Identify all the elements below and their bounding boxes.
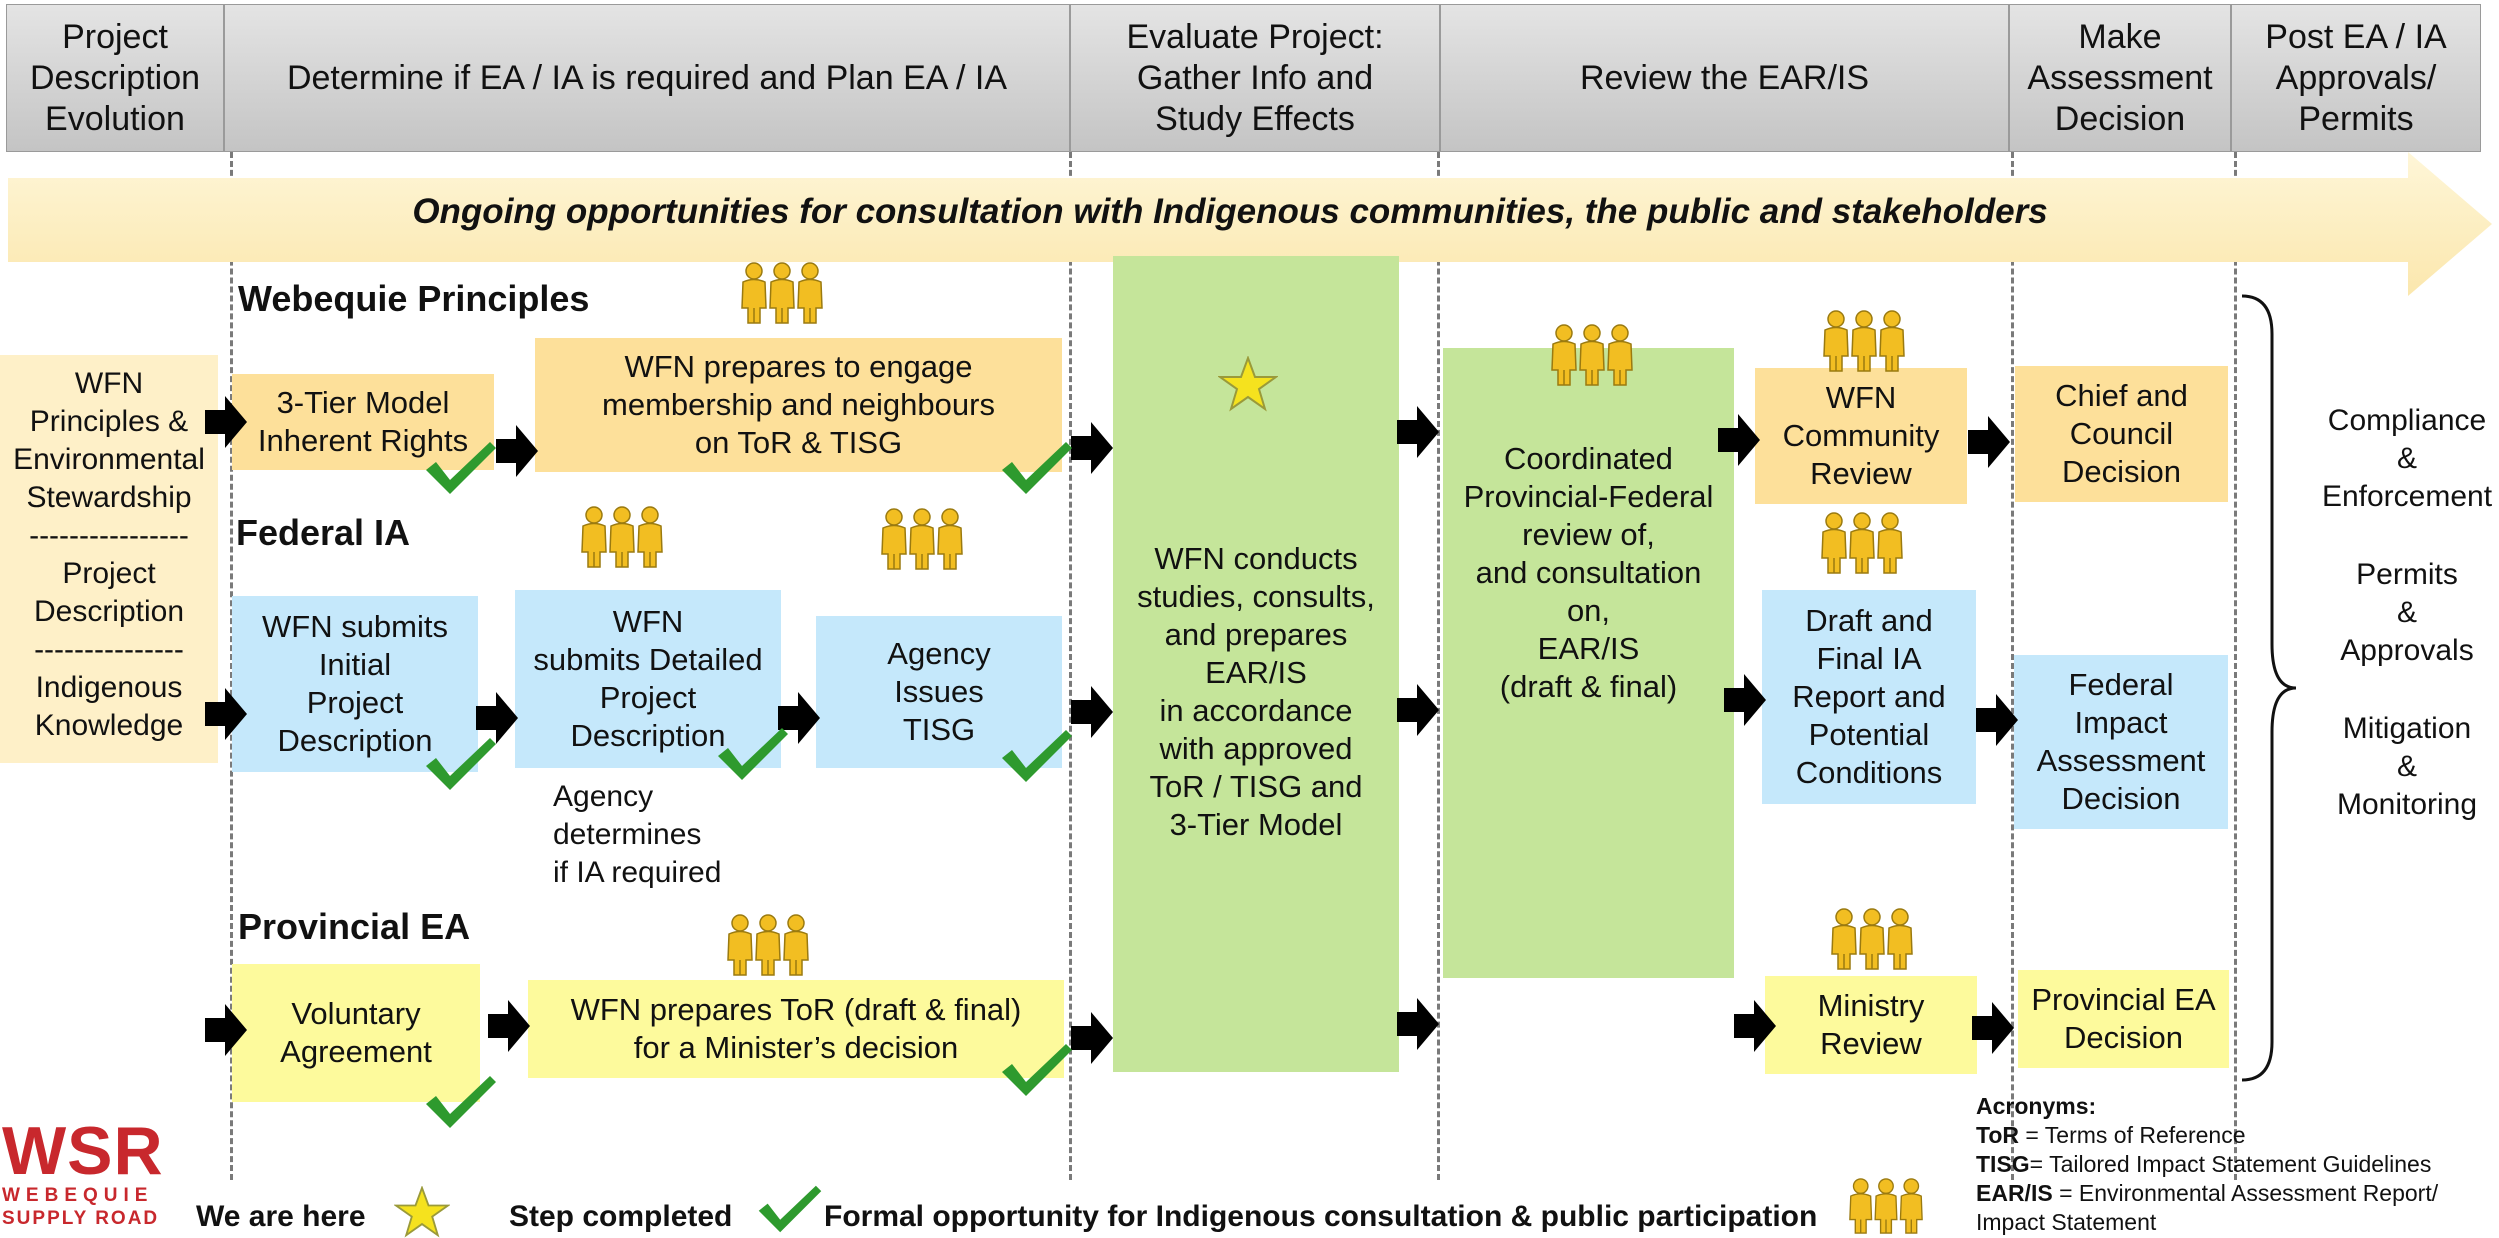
logo-line-1: WEBEQUIE — [2, 1185, 154, 1206]
acronym-row: EAR/IS = Environmental Assessment Report… — [1976, 1179, 2496, 1208]
section-title-provincial-ea: Provincial EA — [238, 906, 471, 947]
logo-line-2: SUPPLY ROAD — [2, 1208, 160, 1229]
arrow-right-icon — [1734, 1000, 1776, 1052]
indigenous-knowledge-text: Indigenous Knowledge — [34, 671, 184, 742]
phase-header-review-ear-is: Review the EAR/IS — [1440, 4, 2009, 152]
arrow-right-icon — [1724, 674, 1766, 726]
step-completed-check-icon — [424, 440, 498, 496]
acronym-term: ToR — [1976, 1122, 2020, 1148]
arrow-right-icon — [1071, 686, 1113, 738]
left-input-column: WFN Principles & Environmental Stewardsh… — [0, 355, 218, 763]
consultation-banner-arrow — [8, 152, 2492, 296]
phase-divider — [2011, 152, 2014, 1180]
wfn-prepares-engage-box: WFN prepares to engage membership and ne… — [535, 338, 1062, 472]
acronyms-title: Acronyms: — [1976, 1093, 2097, 1119]
divider-text: --------------- — [34, 633, 184, 666]
phase-divider — [2234, 152, 2237, 1180]
arrow-right-icon — [1397, 998, 1439, 1050]
consultation-people-icon — [580, 506, 664, 568]
coordinated-review-box: Coordinated Provincial-Federal review of… — [1443, 348, 1734, 978]
wfn-conducts-studies-box: WFN conducts studies, consults, and prep… — [1113, 256, 1399, 1072]
consultation-people-icon — [1550, 324, 1634, 386]
ministry-review-box: Ministry Review — [1765, 976, 1977, 1074]
permits-approvals-text: Permits & Approvals — [2340, 558, 2474, 667]
acronym-term: TISG — [1976, 1151, 2030, 1177]
consultation-people-icon — [740, 262, 824, 324]
acronym-term: EAR/IS — [1976, 1180, 2053, 1206]
consultation-people-icon — [1820, 512, 1904, 574]
step-completed-check-icon — [424, 736, 498, 792]
arrow-right-icon — [205, 396, 247, 448]
arrow-right-icon — [1071, 1012, 1113, 1064]
project-description-text: Project Description — [33, 557, 185, 628]
legend-formal-opportunity-label: Formal opportunity for Indigenous consul… — [824, 1200, 1818, 1233]
acronym-row: ToR = Terms of Reference — [1976, 1121, 2496, 1150]
federal-ia-decision-box: Federal Impact Assessment Decision — [2014, 655, 2228, 829]
post-approvals-brace — [2241, 294, 2297, 1082]
acronym-definition: = Environmental Assessment Report/ — [2052, 1180, 2439, 1206]
step-completed-check-icon — [1000, 440, 1074, 496]
divider-text: ---------------- — [29, 519, 189, 552]
arrow-right-icon — [1968, 416, 2010, 468]
arrow-right-icon — [1397, 684, 1439, 736]
section-title-federal-ia: Federal IA — [236, 512, 411, 553]
acronym-continuation: Impact Statement — [1976, 1209, 2157, 1235]
legend-people-icon — [1846, 1178, 1926, 1234]
arrow-right-icon — [1718, 414, 1760, 466]
we-are-here-star-icon — [1218, 356, 1278, 412]
wsr-logo: WSR WEBEQUIE SUPPLY ROAD — [2, 1113, 168, 1234]
draft-final-ia-report-box: Draft and Final IA Report and Potential … — [1762, 590, 1976, 804]
agency-issues-tisg-box: Agency Issues TISG — [816, 616, 1062, 768]
legend-star-icon — [394, 1186, 450, 1238]
consultation-people-icon — [1830, 908, 1914, 970]
phase-header-evaluate-project: Evaluate Project: Gather Info and Study … — [1070, 4, 1440, 152]
acronym-definition: = Terms of Reference — [2019, 1122, 2246, 1148]
arrow-right-icon — [205, 1004, 247, 1056]
provincial-ea-decision-box: Provincial EA Decision — [2018, 970, 2229, 1068]
agency-determines-text: Agency determines if IA required — [553, 780, 722, 889]
arrow-right-icon — [1972, 1002, 2014, 1054]
arrow-right-icon — [205, 688, 247, 740]
three-tier-model-box: 3-Tier Model Inherent Rights — [232, 374, 494, 470]
legend-check-icon — [754, 1184, 826, 1234]
arrow-right-icon — [1976, 694, 2018, 746]
acronym-definition: = Tailored Impact Statement Guidelines — [2029, 1151, 2432, 1177]
phase-divider — [230, 152, 233, 1180]
consultation-people-icon — [1822, 310, 1906, 372]
phase-header-determine-plan: Determine if EA / IA is required and Pla… — [224, 4, 1070, 152]
wfn-prepares-tor-box: WFN prepares ToR (draft & final) for a M… — [528, 980, 1064, 1078]
wfn-submits-detailed-box: WFN submits Detailed Project Description — [515, 590, 781, 768]
arrow-right-icon — [1071, 422, 1113, 474]
wfn-principles-text: WFN Principles & Environmental Stewardsh… — [13, 367, 205, 514]
acronym-row: TISG= Tailored Impact Statement Guidelin… — [1976, 1150, 2496, 1179]
step-completed-check-icon — [1000, 1042, 1074, 1098]
step-completed-check-icon — [1000, 728, 1074, 784]
consultation-banner-text: Ongoing opportunities for consultation w… — [412, 192, 2048, 231]
section-title-webequie-principles: Webequie Principles — [238, 278, 590, 319]
phase-header-make-decision: Make Assessment Decision — [2009, 4, 2231, 152]
legend-step-completed-label: Step completed — [509, 1200, 733, 1233]
phase-header-project-description: Project Description Evolution — [6, 4, 224, 152]
arrow-right-icon — [1397, 406, 1439, 458]
voluntary-agreement-box: Voluntary Agreement — [232, 964, 480, 1102]
mitigation-monitoring-text: Mitigation & Monitoring — [2336, 712, 2478, 821]
phase-divider — [1437, 152, 1440, 1180]
legend-we-are-here-label: We are here — [196, 1200, 366, 1233]
consultation-people-icon — [726, 914, 810, 976]
phase-header-post-approvals: Post EA / IA Approvals/ Permits — [2231, 4, 2481, 152]
consultation-people-icon — [880, 508, 964, 570]
chief-council-decision-box: Chief and Council Decision — [2015, 366, 2228, 502]
acronyms-block: Acronyms: ToR = Terms of Reference TISG=… — [1976, 1092, 2496, 1237]
wfn-community-review-box: WFN Community Review — [1755, 368, 1967, 504]
step-completed-check-icon — [424, 1074, 498, 1130]
arrow-right-icon — [488, 1000, 530, 1052]
wfn-submits-initial-box: WFN submits Initial Project Description — [232, 596, 478, 772]
compliance-enforcement-text: Compliance & Enforcement — [2321, 404, 2493, 513]
logo-wordmark: WSR — [2, 1113, 164, 1189]
arrow-right-icon — [496, 425, 538, 477]
phase-divider — [1069, 152, 1072, 1180]
step-completed-check-icon — [716, 726, 790, 782]
